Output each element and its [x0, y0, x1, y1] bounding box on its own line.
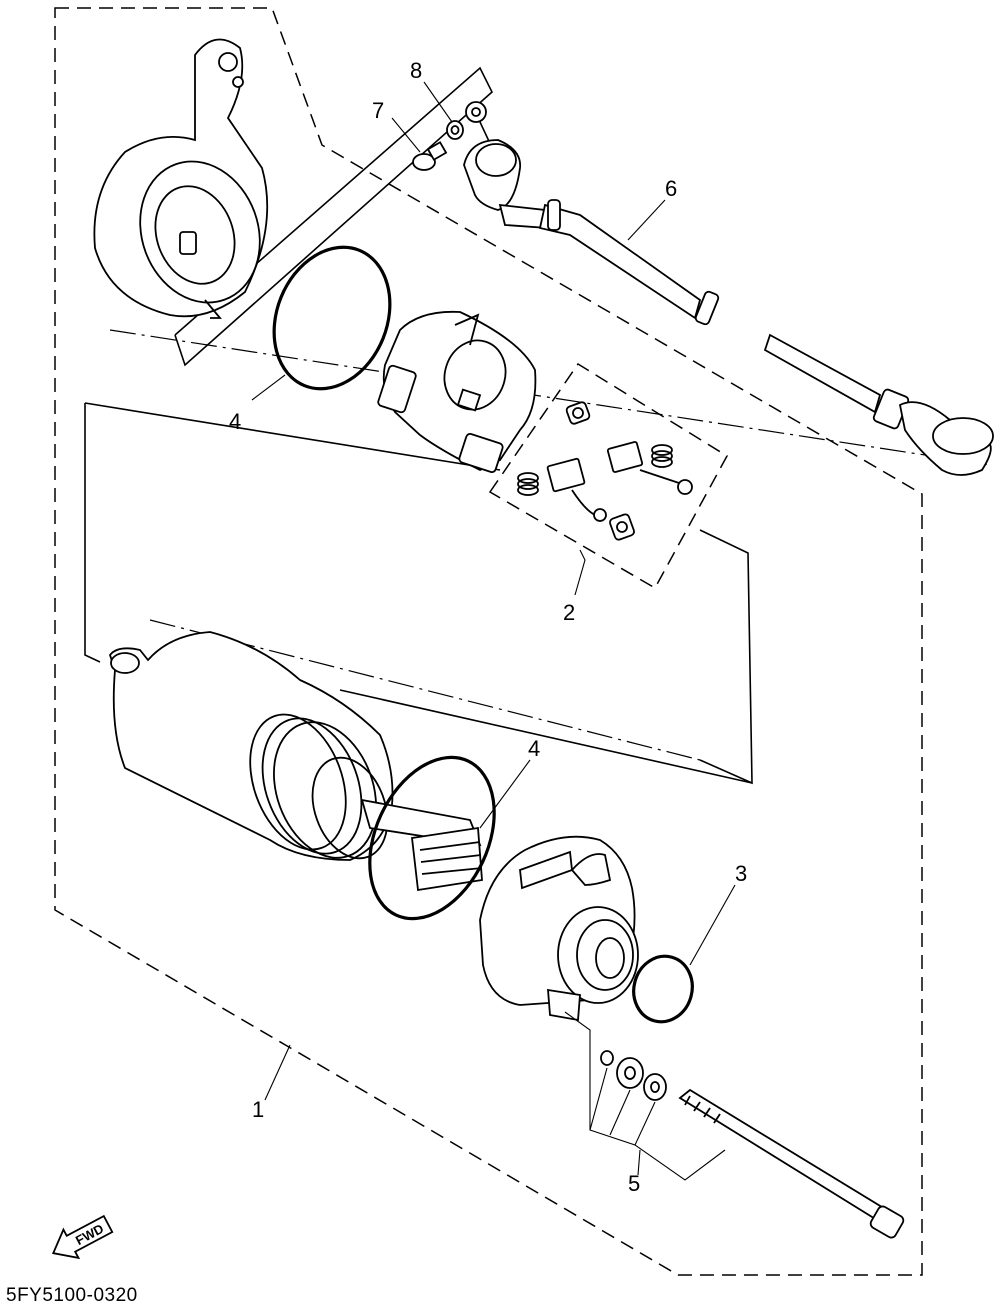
o-ring-part-4-upper: [272, 245, 392, 391]
rear-cover: [479, 835, 639, 1022]
leader-lines: [251, 81, 736, 1181]
brush-kit-components: [517, 401, 693, 541]
callout-4-lower: 4: [528, 736, 540, 761]
callout-2: 2: [563, 600, 575, 625]
lead-wire-part-6: [463, 101, 994, 476]
o-ring-part-4-lower: [368, 755, 496, 921]
front-cover: [93, 38, 269, 319]
o-ring-part-3: [632, 954, 694, 1024]
callout-3: 3: [735, 861, 747, 886]
diagram-code: 5FY5100-0320: [6, 1285, 138, 1306]
motor-yoke: [108, 631, 483, 892]
callout-7: 7: [372, 98, 384, 123]
fwd-arrow-icon: FWD: [52, 1214, 114, 1260]
callout-6: 6: [665, 176, 677, 201]
screw-part-7: [412, 141, 448, 171]
brush-holder-part-2: [377, 310, 537, 473]
bolt-set-part-5: [600, 1050, 905, 1239]
group-outline-main: [84, 403, 101, 663]
lockwasher-part-8: [446, 120, 464, 140]
callout-8: 8: [410, 58, 422, 83]
callout-1: 1: [252, 1097, 264, 1122]
callout-4-upper: 4: [229, 409, 241, 434]
group-outline-right: [699, 529, 753, 785]
callout-5: 5: [628, 1171, 640, 1196]
center-axis-line: [109, 329, 991, 466]
brush-kit-box: [488, 362, 728, 590]
group-outline-bottom-edge: [339, 689, 753, 784]
group-outline-upper: [174, 66, 493, 367]
group-outline-top-edge: [84, 402, 501, 471]
